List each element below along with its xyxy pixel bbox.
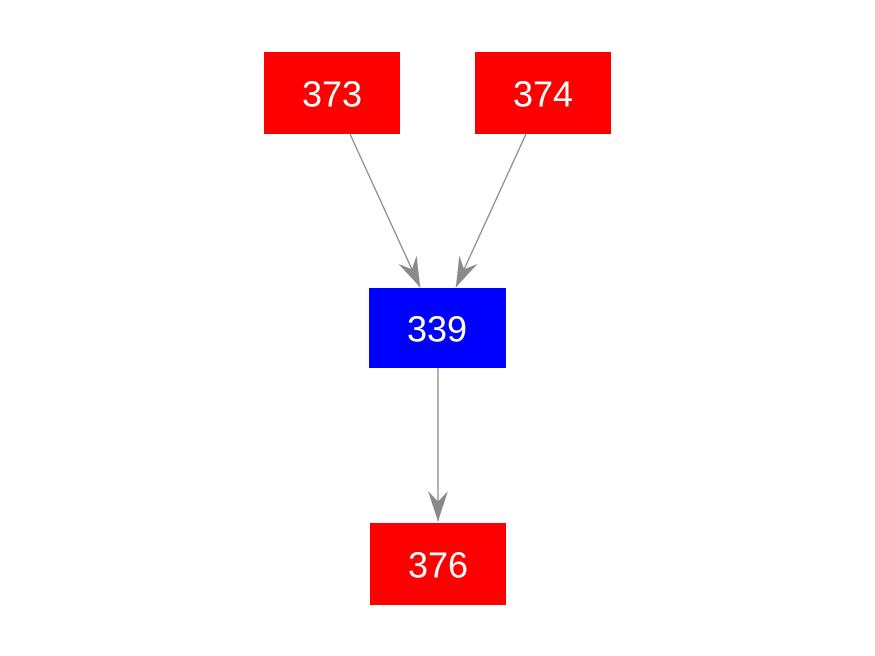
node-373[interactable]: 373 (264, 52, 400, 134)
node-376-box[interactable] (370, 523, 506, 605)
node-374-label: 374 (513, 74, 573, 115)
node-339-label: 339 (407, 309, 467, 350)
edge-373-to-339 (349, 133, 421, 288)
node-373-box[interactable] (264, 52, 400, 134)
node-339-box[interactable] (369, 288, 506, 368)
node-376[interactable]: 376 (370, 523, 506, 605)
nodes: 373 374 339 376 (264, 52, 611, 605)
node-339[interactable]: 339 (369, 288, 506, 368)
node-374[interactable]: 374 (475, 52, 611, 134)
node-373-label: 373 (302, 74, 362, 115)
edges (349, 133, 527, 522)
node-374-box[interactable] (475, 52, 611, 134)
node-376-label: 376 (408, 545, 468, 586)
edge-374-to-339 (455, 133, 527, 288)
